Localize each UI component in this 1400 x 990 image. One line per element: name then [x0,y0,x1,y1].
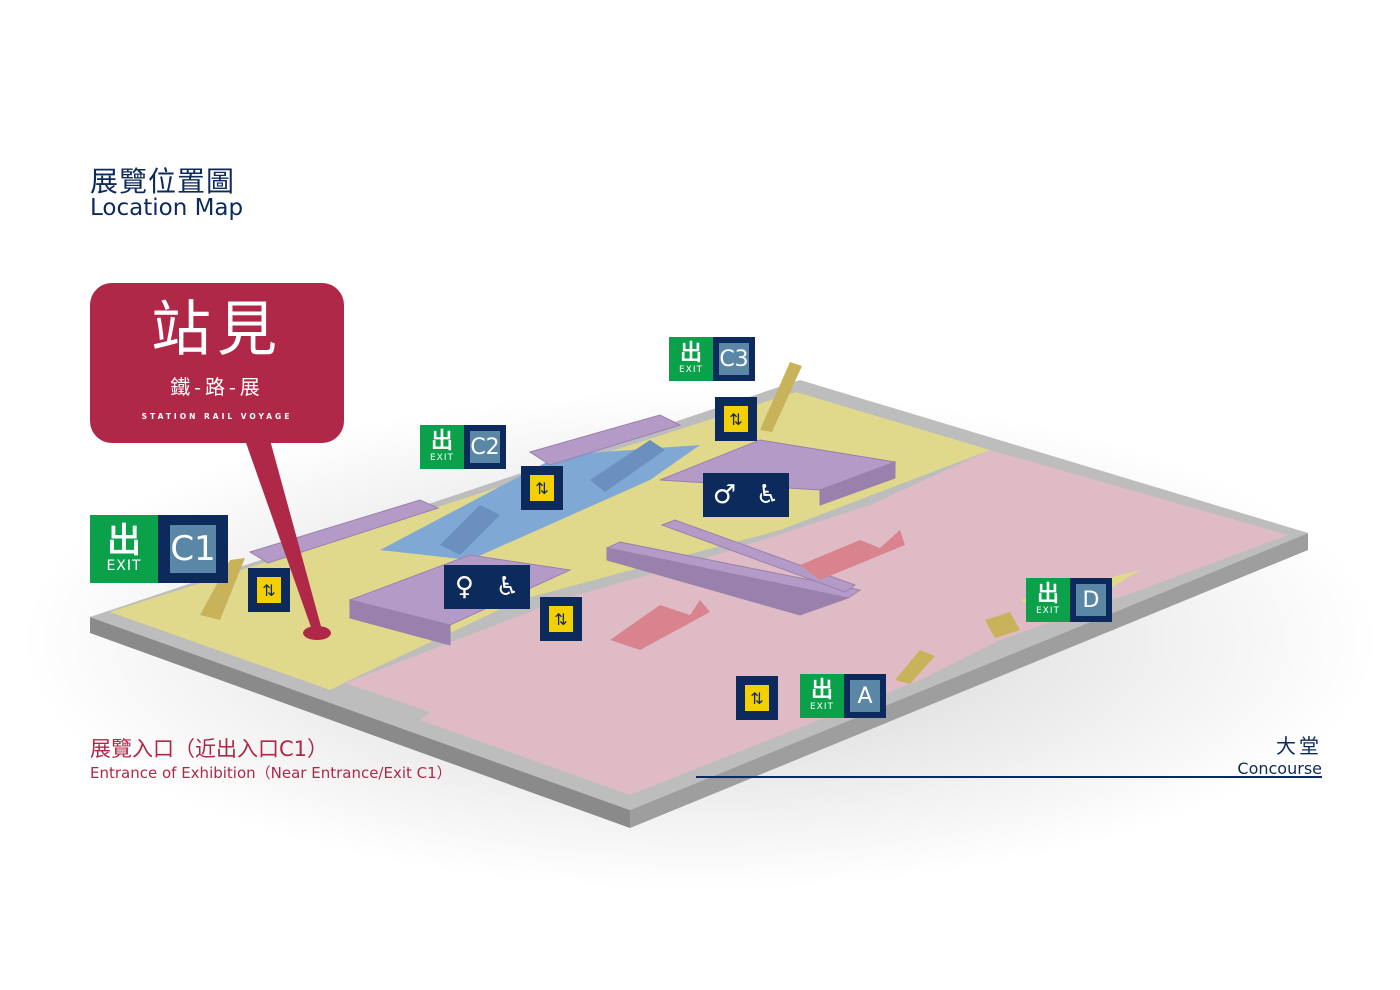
lift-icon[interactable]: ⇅ [540,597,582,641]
wheelchair-icon: ♿ [755,480,780,510]
lift-icon[interactable]: ⇅ [736,676,778,720]
exit-stairs [200,362,1020,684]
exit-icon: 出 [810,678,833,703]
slab-right-side [630,533,1308,828]
exit-code: A [850,680,880,712]
exit-code: C3 [719,343,749,375]
concourse-chinese: 大堂 [1276,734,1322,758]
title-english: Location Map [90,195,244,221]
pink-area [345,450,1288,795]
wheelchair-icon: ♿ [495,572,520,602]
lift-icon[interactable]: ⇅ [248,568,290,612]
exit-code: D [1076,584,1106,616]
lift-icon[interactable]: ⇅ [521,466,563,510]
exhibition-logo-callout: 站見 鐵‑路‑展 STATION RAIL VOYAGE [90,283,344,443]
toilet-sign[interactable]: ♀♿ [444,565,530,609]
callout-pointer [245,440,322,630]
exit-icon: 出 [1036,582,1059,607]
entrance-label-chinese: 展覽入口（近出入口C1） [90,737,329,761]
toilet-sign[interactable]: ♂♿ [703,473,789,517]
logo-sub: 鐵‑路‑展 [170,375,264,399]
concourse-english: Concourse [1237,759,1322,778]
exit-code: C1 [170,525,216,573]
stairs [610,530,905,650]
title-chinese: 展覽位置圖 [90,165,236,198]
lift-icon[interactable]: ⇅ [715,397,757,441]
slab-left-side [90,617,630,828]
exit-icon: 出 [430,429,453,454]
concourse-label: 大堂 Concourse [1237,730,1322,778]
logo-tagline: STATION RAIL VOYAGE [141,412,293,421]
concourse-leader-line [696,776,1322,778]
logo-main: 站見 [151,295,283,365]
female-toilet-icon: ♀ [454,572,474,602]
entrance-label-english: Entrance of Exhibition（Near Entrance/Exi… [90,764,452,782]
exit-icon: 出 [679,341,702,366]
male-toilet-icon: ♂ [712,480,737,510]
entrance-marker[interactable] [303,626,331,640]
exit-code: C2 [470,431,500,463]
escalators [440,440,665,555]
exit-icon: 出 [107,521,141,561]
